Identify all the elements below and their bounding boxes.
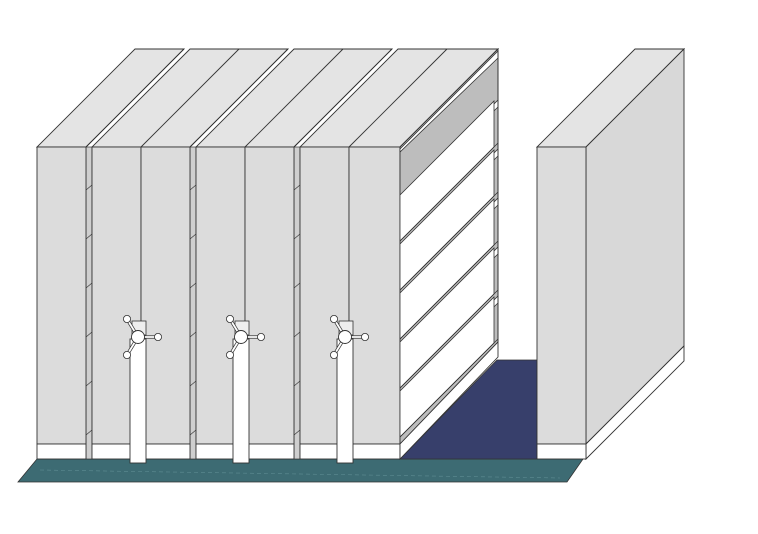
shelf-edge <box>399 191 499 291</box>
gap-shelf-edge <box>293 184 301 191</box>
gap-shelf-edge <box>85 282 93 289</box>
spoke-knob <box>225 350 234 359</box>
shelf-bay-base <box>399 340 499 461</box>
unit-gap-3 <box>293 146 301 460</box>
spoke-knob <box>153 332 162 341</box>
spoke-knob <box>123 350 132 359</box>
gap-shelf-edge <box>189 233 197 240</box>
gap-shelf-edge <box>85 184 93 191</box>
spoke-knob <box>329 350 338 359</box>
wheel-hub <box>234 330 248 344</box>
spoke-knob <box>329 314 338 323</box>
gap-shelf-edge <box>293 282 301 289</box>
gap-shelf-edge <box>293 380 301 387</box>
wheel-hub <box>338 330 352 344</box>
handle-post <box>232 338 250 464</box>
handle-post <box>336 338 354 464</box>
shelf-edge <box>399 338 499 438</box>
top-seam-1 <box>140 48 240 148</box>
wheel-hub <box>131 330 145 344</box>
shelf-edge <box>399 142 499 242</box>
top-seam-3 <box>348 48 448 148</box>
spoke-knob <box>225 314 234 323</box>
gap-shelf-edge <box>189 429 197 436</box>
spoke-knob <box>256 332 265 341</box>
spoke-knob <box>123 314 132 323</box>
crank-handle-3 <box>329 314 369 464</box>
crank-wheel-icon <box>329 314 369 359</box>
panel-base-5 <box>244 443 295 460</box>
panel-face-5 <box>244 146 295 445</box>
open-shelving-bay <box>399 47 499 461</box>
panel-face-1 <box>36 146 87 445</box>
panel-base-7 <box>348 443 401 460</box>
gap-shelf-edge <box>189 282 197 289</box>
panel-base-1 <box>36 443 87 460</box>
top-seam-2 <box>244 48 344 148</box>
crank-handle-2 <box>225 314 265 464</box>
crank-handles <box>123 314 369 464</box>
unit-gap-1 <box>85 146 93 460</box>
gap-shelf-edge <box>85 380 93 387</box>
gap-shelf-edge <box>293 429 301 436</box>
spoke-knob <box>360 332 369 341</box>
gap-shelf-edge <box>189 331 197 338</box>
panel-face-7 <box>348 146 401 445</box>
floor-rail-base <box>17 458 584 483</box>
panel-face-3 <box>140 146 191 445</box>
shelf-edge <box>399 289 499 389</box>
unit-2-top-edge <box>189 48 289 148</box>
unit-5-base <box>536 443 587 460</box>
crank-handle-1 <box>123 314 162 464</box>
floor-rail-line <box>39 469 561 479</box>
gap-shelf-edge <box>189 380 197 387</box>
gap-shelf-edge <box>293 331 301 338</box>
handle-post <box>129 338 147 464</box>
panel-base-3 <box>140 443 191 460</box>
shelf-edge <box>399 240 499 340</box>
gap-shelf-edge <box>85 233 93 240</box>
mobile-units <box>35 48 500 460</box>
gap-shelf-edge <box>85 429 93 436</box>
gap-shelf-edge <box>293 233 301 240</box>
unit-1-top-edge <box>85 48 185 148</box>
gap-shelf-edge <box>189 184 197 191</box>
gap-shelf-edge <box>85 331 93 338</box>
unit-3-top-edge <box>293 48 393 148</box>
crank-wheel-icon <box>123 314 162 359</box>
unit-gap-2 <box>189 146 197 460</box>
crank-wheel-icon <box>225 314 265 359</box>
unit-5-face <box>536 146 587 445</box>
unit-5-stationary <box>535 47 686 461</box>
